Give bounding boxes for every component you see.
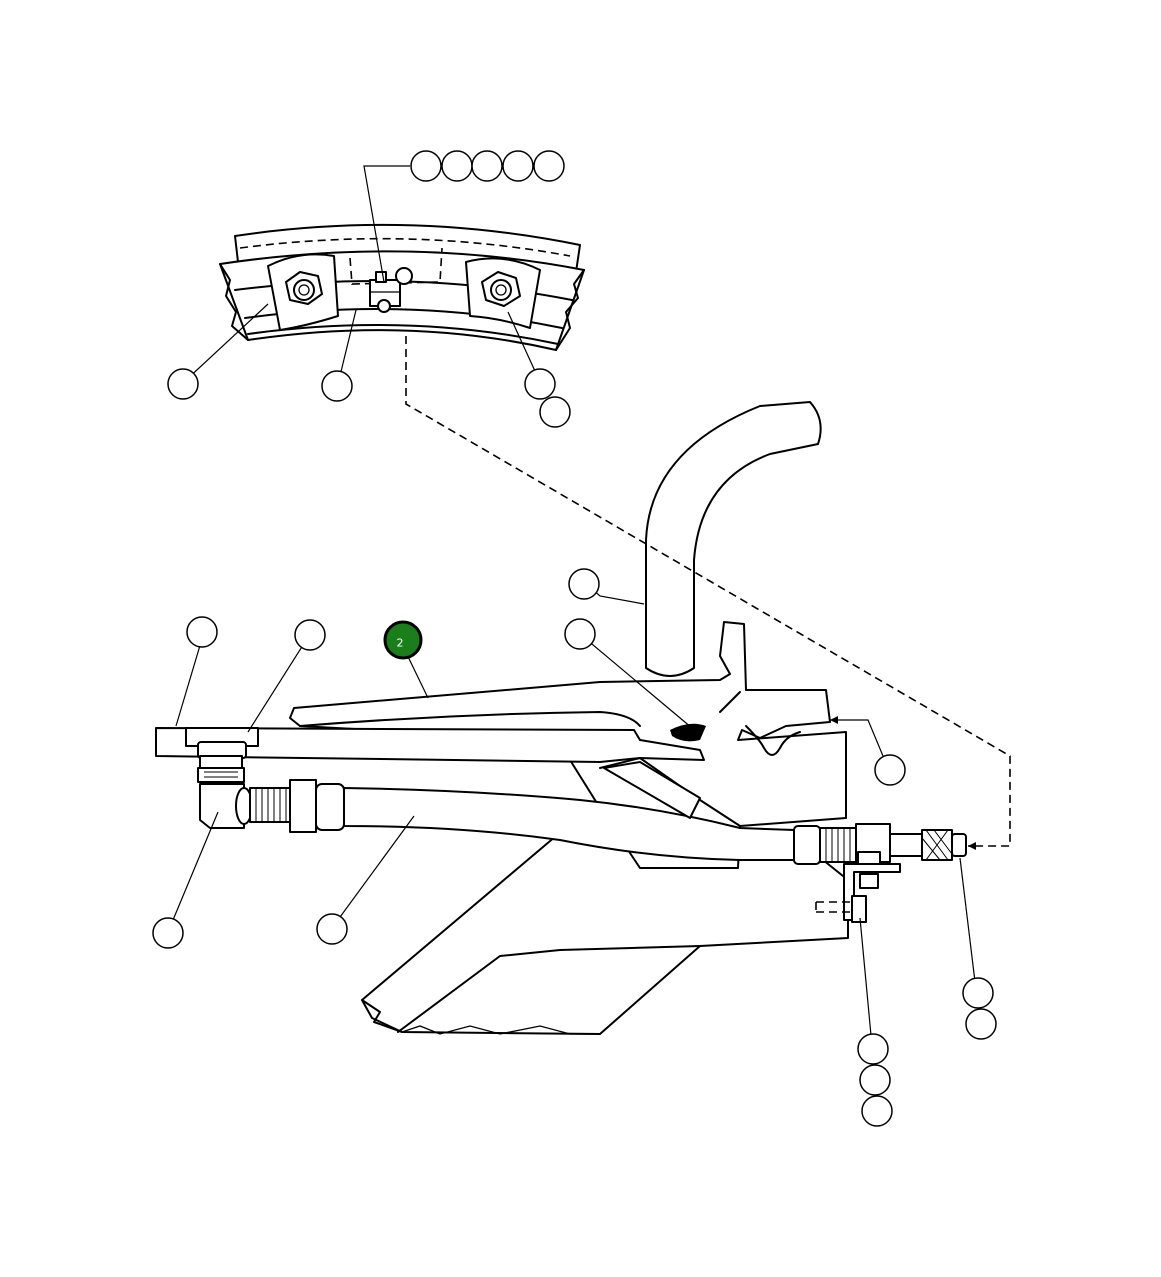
callout-bubble[interactable] (524, 368, 556, 400)
leader-lines (167, 165, 977, 1047)
callout-bubble[interactable] (533, 150, 565, 182)
callout-bubble[interactable] (568, 568, 600, 600)
callout-bubble[interactable] (316, 913, 348, 945)
main-assembly (155, 401, 967, 1035)
callout-bubble[interactable] (186, 616, 218, 648)
callout-bubble[interactable] (441, 150, 473, 182)
callout-bubble[interactable] (502, 150, 534, 182)
callout-bubble[interactable] (471, 150, 503, 182)
detail-reference-line (405, 336, 1011, 847)
callout-bubbles: 2 (152, 150, 997, 1127)
callout-bubble[interactable] (167, 368, 199, 400)
callout-bubble[interactable] (410, 150, 442, 182)
callout-bubble[interactable] (965, 1008, 997, 1040)
callout-bubble[interactable] (859, 1064, 891, 1096)
callout-bubble[interactable] (539, 396, 571, 428)
callout-bubble[interactable] (152, 917, 184, 949)
callout-bubble[interactable] (294, 619, 326, 651)
detail-view-ring-segment (219, 223, 585, 351)
callout-bubble[interactable] (861, 1095, 893, 1127)
callout-bubble[interactable] (321, 370, 353, 402)
callout-bubble[interactable] (874, 754, 906, 786)
callout-bubble[interactable] (857, 1033, 889, 1065)
highlighted-callout-bubble[interactable] (383, 620, 423, 660)
highlighted-callout-label: 2 (397, 637, 404, 650)
callout-bubble[interactable] (962, 977, 994, 1009)
callout-bubble[interactable] (564, 618, 596, 650)
